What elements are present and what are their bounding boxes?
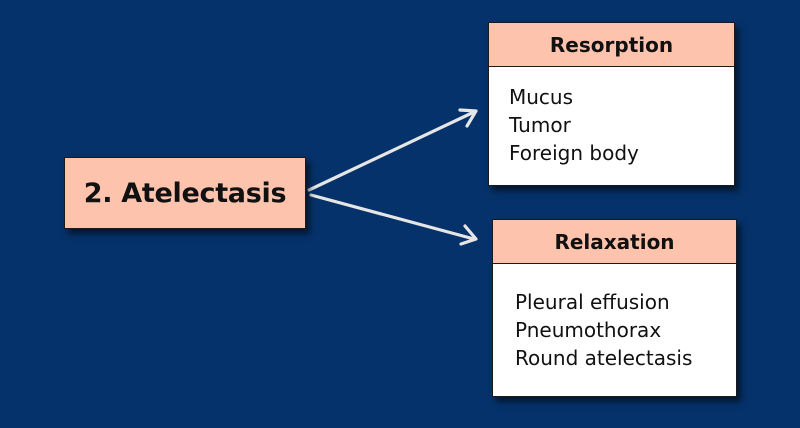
resorption-title: Resorption: [549, 32, 674, 57]
relaxation-header: Relaxation: [493, 220, 736, 264]
arrow-to-resorption: [307, 110, 476, 192]
relaxation-list: Pleural effusion Pneumothorax Round atel…: [493, 264, 736, 372]
arrow-to-relaxation: [309, 193, 476, 241]
list-item: Round atelectasis: [515, 346, 693, 370]
atelectasis-label: 2. Atelectasis: [83, 177, 287, 209]
list-item: Foreign body: [509, 141, 639, 165]
resorption-header: Resorption: [489, 23, 734, 67]
relaxation-title: Relaxation: [554, 229, 675, 254]
resorption-list: Mucus Tumor Foreign body: [489, 67, 734, 167]
list-item: Mucus: [509, 85, 574, 109]
atelectasis-box: 2. Atelectasis: [64, 157, 306, 229]
list-item: Pleural effusion: [515, 290, 670, 314]
list-item: Pneumothorax: [515, 318, 662, 342]
resorption-box: Resorption Mucus Tumor Foreign body: [488, 22, 735, 186]
arrowhead-relaxation: [459, 224, 478, 246]
relaxation-box: Relaxation Pleural effusion Pneumothorax…: [492, 219, 737, 397]
list-item: Tumor: [509, 113, 571, 137]
arrowhead-resorption: [458, 108, 478, 128]
